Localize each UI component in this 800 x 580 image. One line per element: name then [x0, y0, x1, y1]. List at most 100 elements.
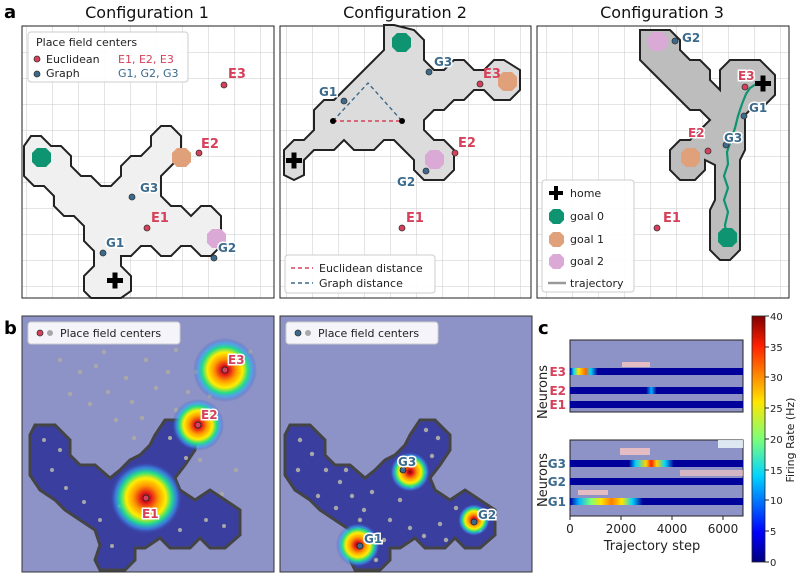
cbar-tick-0: 0 [770, 558, 776, 569]
title-config3: Configuration 3 [600, 3, 724, 22]
row-e1 [570, 401, 743, 408]
distance-endpoint-b [399, 118, 405, 124]
config2-panel: E3 E2 E1 G1 G3 G2 Euclidean distance Gra… [279, 24, 532, 299]
row-label-e1: E1 [549, 398, 566, 412]
config3-g1-dot [740, 112, 748, 120]
row-label-g1: G1 [548, 495, 566, 509]
config3-legend: home goal 0 goal 1 goal 2 trajectory [541, 179, 635, 293]
row-label-g2: G2 [548, 475, 566, 489]
config1-label-e1: E1 [151, 211, 169, 226]
config1-home-icon [107, 272, 123, 289]
config1-goal0 [32, 148, 51, 167]
panel-c-xaxis: 0 2000 4000 6000 Trajectory step [566, 516, 738, 554]
config2-e1-dot [398, 224, 406, 232]
config2-goal1 [498, 72, 517, 91]
config3-label-g3: G3 [724, 131, 742, 145]
config3-g2-dot [671, 37, 679, 45]
panel-b-g2-dot [470, 518, 478, 526]
panel-b-label-e1: E1 [142, 507, 159, 521]
config1-goal2 [207, 229, 226, 248]
panel-b-left-legend: Place field centers [27, 321, 181, 345]
legend-trajectory: trajectory [570, 277, 624, 290]
panel-b-e3-dot [221, 366, 229, 374]
cbar-tick-35: 35 [770, 343, 783, 354]
config1-goal1 [172, 148, 191, 167]
row-g3 [570, 460, 743, 467]
legend-euclidean: Euclidean [46, 53, 100, 66]
config2-label-e1: E1 [406, 211, 424, 226]
config3-home-icon [755, 75, 771, 92]
config3-e3-dot [741, 83, 749, 91]
config1-panel: E3 E2 E1 G3 G1 G2 Place field centers Eu… [21, 25, 275, 299]
xtick-4000: 4000 [657, 522, 688, 536]
row-g2-faint-right [718, 440, 743, 448]
row-e3 [570, 368, 743, 375]
config2-label-g1: G1 [319, 85, 337, 99]
cbar-tick-25: 25 [770, 404, 783, 415]
config1-legend: Place field centers Euclidean E1, E2, E3… [27, 31, 189, 83]
panel-b-label-g3: G3 [398, 455, 416, 469]
config3-label-e2: E2 [688, 126, 705, 140]
config2-g2-dot [422, 167, 430, 175]
row-e3-faint [622, 362, 650, 367]
panel-b-label-e3: E3 [228, 353, 245, 367]
legend-home: home [570, 187, 601, 200]
legend-goal1-marker [549, 232, 564, 247]
config2-label-g3: G3 [434, 55, 452, 69]
config1-maze [23, 125, 222, 299]
panel-b-e2-dot [194, 421, 202, 429]
panel-letter-c: c [538, 318, 549, 339]
row-g1-faint [578, 490, 608, 495]
panel-letter-b: b [4, 318, 17, 339]
panel-c-xlabel: Trajectory step [603, 539, 700, 554]
legend-heading: Place field centers [36, 36, 137, 49]
panel-c-bottom-ylabel: Neurons [536, 453, 551, 507]
legend-goal1: goal 1 [570, 233, 604, 246]
config2-label-g2: G2 [397, 175, 415, 189]
legend-euclidean-codes: E1, E2, E3 [118, 53, 174, 66]
row-label-e3: E3 [549, 365, 566, 379]
panel-letter-a: a [4, 2, 16, 23]
config1-label-g2: G2 [218, 241, 236, 255]
colorbar-ticks [765, 315, 769, 563]
config2-label-e3: E3 [483, 67, 501, 82]
config1-e3-dot [220, 81, 228, 89]
panel-c-top-ylabel: Neurons [536, 365, 551, 419]
config3-label-e1: E1 [663, 211, 681, 226]
config2-g1-dot [340, 97, 348, 105]
colorbar-label: Firing Rate (Hz) [784, 398, 797, 483]
legend-graph: Graph [46, 67, 80, 80]
panel-b-e1-dot [142, 494, 150, 502]
legend-goal0-marker [549, 209, 564, 224]
config3-goal2 [648, 32, 667, 51]
config1-g3-dot [128, 193, 136, 201]
config2-e2-dot [451, 149, 459, 157]
cbar-tick-30: 30 [770, 373, 783, 384]
xtick-0: 0 [566, 522, 574, 536]
config2-g3-dot [425, 68, 433, 76]
config3-panel: E3 E2 E1 G2 G1 G3 home goal 0 goal 1 goa… [536, 25, 790, 299]
legend-graph-dot [33, 70, 41, 78]
panel-b-right-legend: Place field centers [285, 321, 439, 345]
field-g3-heat [390, 452, 430, 492]
config1-e1-dot [143, 224, 151, 232]
config2-label-e2: E2 [458, 136, 476, 151]
panel-b-label-g2: G2 [478, 508, 496, 522]
config1-e2-dot [195, 149, 203, 157]
config3-label-g1: G1 [749, 101, 767, 115]
row-label-e2: E2 [549, 384, 566, 398]
config3-maze [639, 29, 776, 261]
legend-goal2-marker [549, 254, 564, 269]
config2-legend: Euclidean distance Graph distance [284, 254, 436, 294]
panel-b-label-e2: E2 [201, 408, 218, 422]
legend-goal2: goal 2 [570, 255, 604, 268]
title-config1: Configuration 1 [85, 3, 209, 22]
config3-e2-dot [704, 147, 712, 155]
colorbar: 0 5 10 15 20 25 30 35 40 Firing Rate (Hz… [751, 312, 797, 569]
config2-e3-dot [476, 80, 484, 88]
config3-label-g2: G2 [682, 31, 700, 45]
config2-maze [283, 24, 521, 182]
panel-c-bottom: Neurons G3 G2 G1 0 2000 4000 6000 Trajec… [536, 439, 744, 554]
legend-graph-codes: G1, G2, G3 [118, 67, 179, 80]
panel-b-g1-dot [356, 542, 364, 550]
